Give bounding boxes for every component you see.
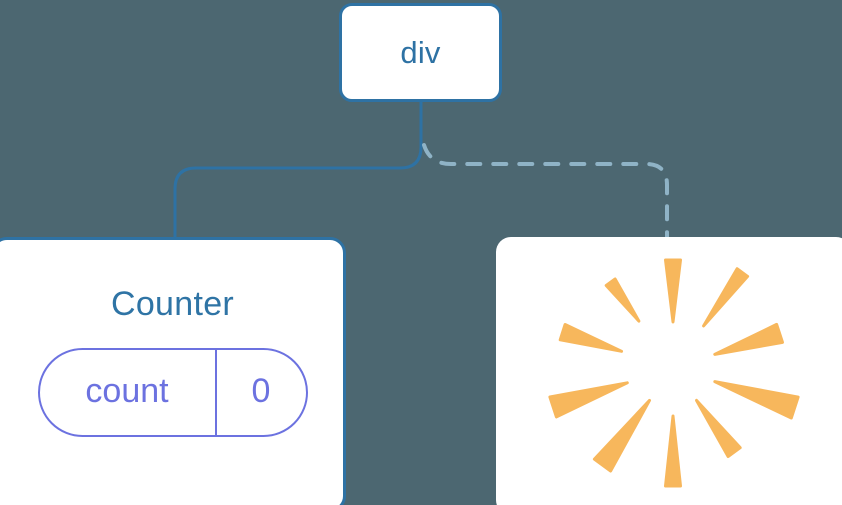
node-counter-title: Counter — [110, 285, 235, 323]
sparkle-ray-1 — [702, 267, 750, 328]
edge-div-to-counter — [173, 100, 423, 242]
edge-div-to-sparkle — [422, 143, 669, 242]
node-sparkle[interactable] — [496, 237, 842, 505]
sparkle-ray-8 — [558, 323, 624, 353]
sparkle-ray-2 — [713, 322, 784, 356]
sparkle-ray-6 — [592, 398, 651, 473]
node-div-label: div — [400, 35, 441, 70]
node-counter[interactable]: Counter count 0 — [0, 237, 346, 505]
sparkle-ray-3 — [713, 380, 800, 420]
sparkle-ray-0 — [664, 258, 682, 324]
sparkle-ray-9 — [604, 277, 641, 323]
sparkle-ray-4 — [695, 398, 742, 458]
state-pill-count[interactable]: count 0 — [37, 348, 308, 437]
sparkle-ray-5 — [664, 414, 682, 488]
sparkle-burst-icon — [548, 258, 800, 488]
state-pill-key: count — [85, 372, 169, 410]
sparkle-ray-7 — [548, 381, 629, 419]
state-pill-value: 0 — [214, 350, 306, 435]
node-div[interactable]: div — [339, 3, 502, 102]
